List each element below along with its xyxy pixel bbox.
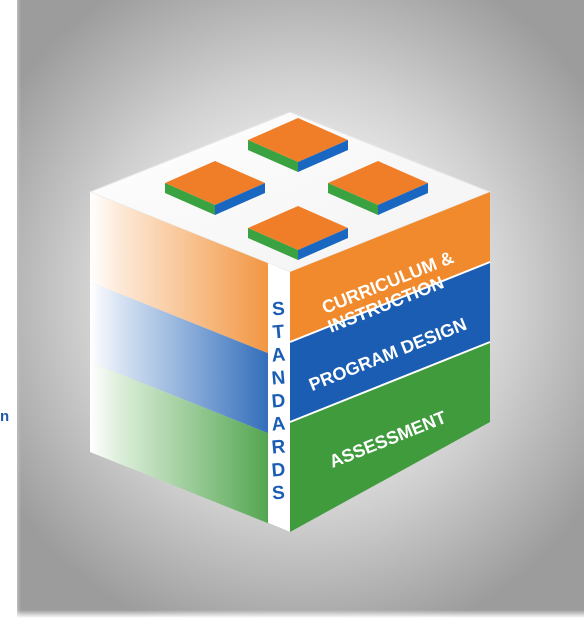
standards-letter: A xyxy=(271,344,287,366)
standards-letter: S xyxy=(271,299,285,321)
frame-edge-shadow xyxy=(17,0,21,618)
block-side-left xyxy=(165,183,215,215)
standards-strip xyxy=(268,263,290,532)
left-band-green xyxy=(90,362,290,532)
left-margin xyxy=(0,0,17,618)
block-side-right xyxy=(215,183,265,215)
right-band-program-design xyxy=(290,262,490,422)
block-side-right xyxy=(378,183,428,215)
top-block xyxy=(165,161,265,215)
standards-vertical-label: S T A N D A R D S xyxy=(271,299,287,505)
top-block xyxy=(248,118,348,172)
top-block xyxy=(328,161,428,215)
frame-bottom-edge xyxy=(17,610,584,618)
divider-line xyxy=(289,341,491,423)
left-band-orange xyxy=(90,192,290,362)
left-band-blue xyxy=(90,282,290,442)
block-side-right xyxy=(298,228,348,260)
edge-letter: n xyxy=(0,408,10,425)
right-band-curriculum xyxy=(290,192,490,342)
divider-line xyxy=(289,261,491,343)
block-side-left xyxy=(248,140,298,172)
right-band-assessment xyxy=(290,342,490,532)
standards-letter: D xyxy=(271,390,287,412)
standards-letter: T xyxy=(272,322,286,344)
standards-letter: N xyxy=(271,367,287,389)
block-side-right xyxy=(298,140,348,172)
top-block xyxy=(248,206,348,260)
block-side-left xyxy=(248,228,298,260)
standards-letter: A xyxy=(271,413,287,435)
standards-letter: D xyxy=(271,459,287,481)
standards-letter: R xyxy=(271,436,287,458)
block-side-left xyxy=(328,183,378,215)
standards-letter: S xyxy=(271,483,285,505)
